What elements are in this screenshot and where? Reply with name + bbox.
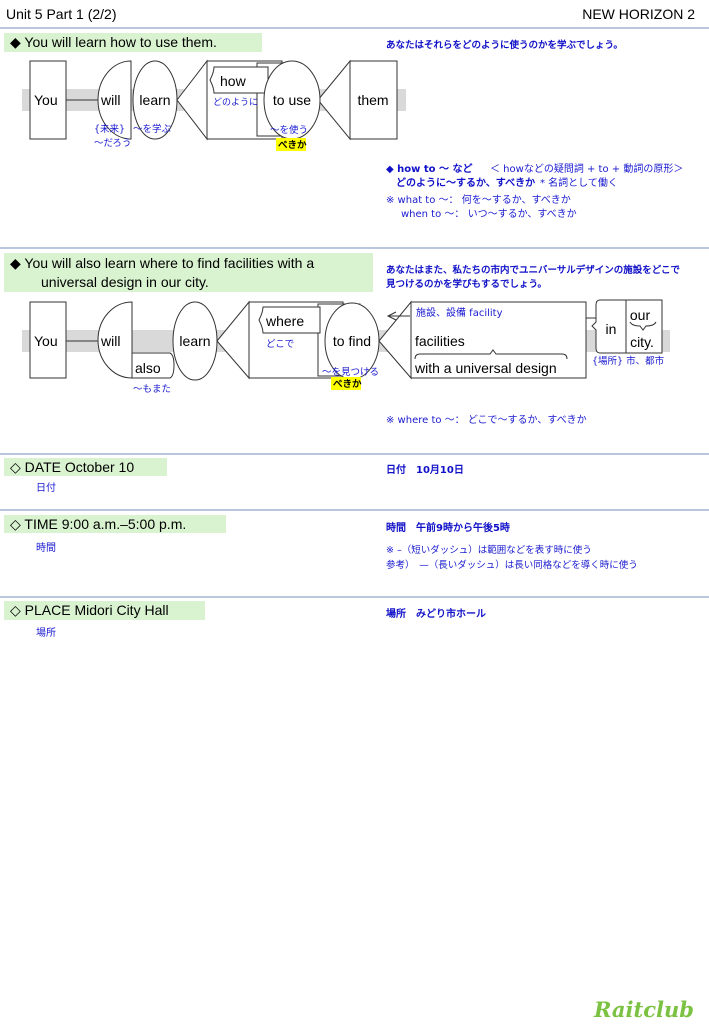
place-heading: ◇ PLACE Midori City Hall bbox=[10, 602, 169, 618]
word-will: will bbox=[100, 92, 120, 108]
facility-note: 施設、設備 facility bbox=[416, 306, 503, 319]
also-note: ～もまた bbox=[133, 384, 171, 395]
to-use-note: ～を使う bbox=[270, 124, 308, 136]
note-noun: * 名詞として働く bbox=[540, 176, 618, 189]
to-find-note: ～を見つける bbox=[322, 367, 379, 378]
word-you: You bbox=[34, 92, 58, 108]
date-heading: ◇ DATE October 10 bbox=[10, 459, 134, 475]
note-formula: ＜ howなどの疑問詞 + to + 動詞の原形＞ bbox=[490, 162, 683, 175]
time-note-short-dash: ※ –（短いダッシュ）は範囲などを表す時に使う bbox=[386, 544, 592, 556]
heading-background bbox=[4, 601, 205, 620]
word-where: where bbox=[265, 313, 304, 329]
also-box bbox=[131, 352, 175, 379]
note-howto: ◆ how to ～ など bbox=[386, 162, 473, 175]
word-to-find: to find bbox=[333, 333, 371, 349]
time-note-long-dash: 参考） —（長いダッシュ）は長い同格などを導く時に使う bbox=[386, 559, 638, 571]
heading-background bbox=[4, 458, 167, 476]
object-box bbox=[349, 60, 398, 140]
bekika-highlight: べきか bbox=[333, 379, 362, 390]
word-learn: learn bbox=[139, 92, 170, 108]
place-gloss: 場所 bbox=[36, 626, 56, 639]
word-in: in bbox=[606, 321, 617, 337]
where-note: どこで bbox=[266, 339, 294, 350]
place-translation: 場所 みどり市ホール bbox=[386, 607, 486, 620]
word-you: You bbox=[34, 333, 58, 349]
heading-background bbox=[4, 33, 262, 52]
heading-background bbox=[4, 515, 226, 533]
word-with-universal-design: with a universal design bbox=[414, 360, 557, 376]
how-bubble bbox=[209, 66, 269, 94]
facilities-box bbox=[410, 301, 587, 379]
unit-title: Unit 5 Part 1 (2/2) bbox=[6, 6, 117, 22]
sentence-diagram-1 bbox=[22, 59, 406, 141]
time-gloss: 時間 bbox=[36, 542, 56, 554]
note-what-to: ※ what to ～： 何を～するか、すべきか bbox=[386, 193, 571, 206]
word-to-use: to use bbox=[273, 92, 311, 108]
bekika-highlight: べきか bbox=[278, 140, 307, 151]
time-heading: ◇ TIME 9:00 a.m.–5:00 p.m. bbox=[10, 516, 186, 532]
time-translation: 時間 午前9時から午後5時 bbox=[386, 521, 510, 534]
section2-translation-line2: 見つけるのかを学びもするでしょう。 bbox=[385, 278, 547, 290]
word-will: will bbox=[100, 333, 120, 349]
will-half-ellipse bbox=[97, 60, 132, 140]
will-note-2: ～だろう bbox=[94, 138, 131, 149]
in-box bbox=[591, 299, 627, 354]
note-where-to: ※ where to ～： どこで～するか、すべきか bbox=[386, 414, 587, 426]
sentence-diagram-2 bbox=[22, 299, 670, 381]
how-note: どのように bbox=[213, 97, 258, 108]
section2-translation-line1: あなたはまた、私たちの市内でユニバーサルデザインの施設をどこで bbox=[386, 264, 681, 276]
note-when-to: when to ～： いつ～するか、すべきか bbox=[401, 208, 577, 220]
learn-note: ～を学ぶ bbox=[133, 123, 172, 135]
textbook-title: NEW HORIZON 2 bbox=[582, 6, 695, 22]
word-them: them bbox=[357, 92, 388, 108]
heading-background bbox=[4, 253, 373, 292]
word-facilities: facilities bbox=[415, 333, 465, 349]
raitclub-logo: Raitclub bbox=[593, 997, 694, 1022]
date-gloss: 日付 bbox=[36, 481, 56, 494]
will-note: {未来} bbox=[94, 123, 125, 135]
word-learn: learn bbox=[179, 333, 210, 349]
city-note: {場所} 市、都市 bbox=[592, 355, 665, 367]
note-meaning: どのように～するか、すべきか bbox=[396, 176, 535, 189]
section2-heading-line1: ◆ You will also learn where to find faci… bbox=[10, 255, 314, 271]
section1-translation: あなたはそれらをどのように使うのかを学ぶでしょう。 bbox=[386, 39, 623, 51]
our-city-box bbox=[625, 299, 663, 354]
subject-box bbox=[29, 60, 67, 140]
date-translation: 日付 10月10日 bbox=[386, 463, 464, 476]
section1-heading: ◆ You will learn how to use them. bbox=[10, 34, 217, 50]
section2-heading-line2: universal design in our city. bbox=[41, 274, 209, 290]
word-our: our bbox=[630, 307, 651, 323]
word-city: city. bbox=[630, 334, 654, 350]
where-bubble bbox=[258, 306, 321, 334]
word-how: how bbox=[220, 73, 247, 89]
word-also: also bbox=[135, 360, 161, 376]
